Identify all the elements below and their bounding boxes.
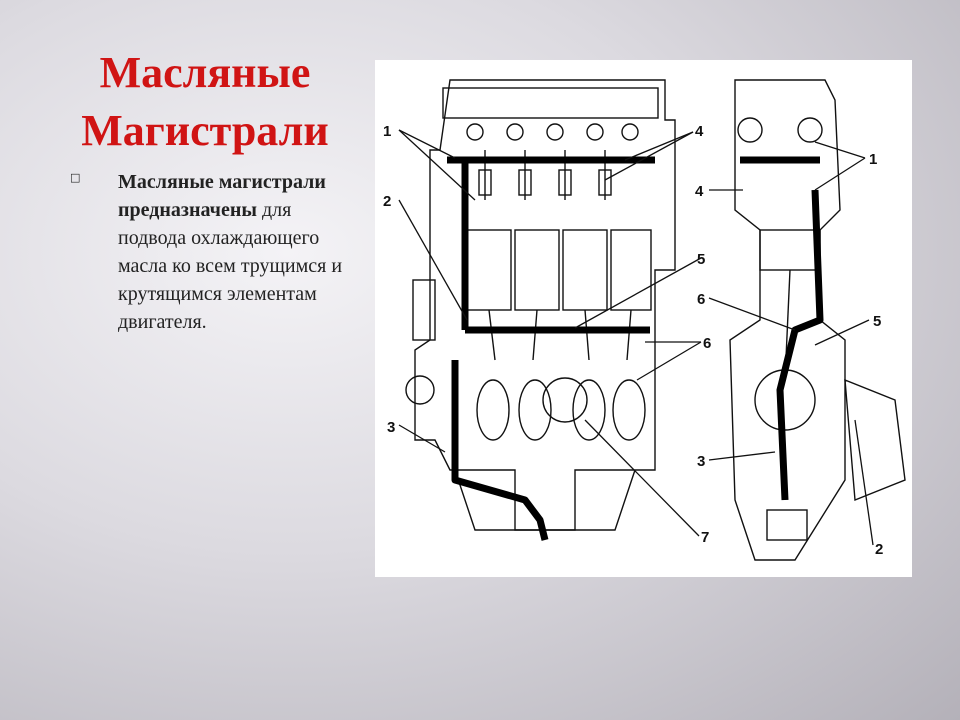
bullet-text: Масляные магистрали предназначены для по…: [118, 168, 352, 336]
callout-leaders: [398, 129, 874, 546]
oil-pan: [454, 469, 636, 531]
oil-passage-dashes: [454, 479, 541, 521]
callout-3-right: 3: [697, 453, 705, 470]
cam-right: [797, 117, 823, 143]
cam-left: [737, 117, 763, 143]
engine-lubrication-diagram: 1 2 3 4 5 6 7 1 4 6 5 3 2: [375, 60, 912, 577]
callout-6-left: 6: [703, 335, 711, 352]
bullet-rest-text: для подвода охлаждающего масла ко всем т…: [118, 199, 343, 333]
valve-cover: [442, 87, 659, 119]
cross-section-outline: [729, 79, 846, 561]
front-pulley: [405, 375, 435, 405]
oil-strainer: [766, 509, 808, 541]
callout-3-left: 3: [387, 419, 395, 436]
pistons: [466, 229, 652, 361]
oil-pump: [542, 377, 588, 423]
cross-piston: [759, 229, 821, 271]
callout-7: 7: [701, 529, 709, 546]
callout-1-right: 1: [869, 151, 877, 168]
bullet-item: □ Масляные магистрали предназначены для …: [70, 168, 352, 336]
callout-1-left: 1: [383, 123, 391, 140]
bullet-marker-icon: □: [70, 171, 81, 184]
oil-passages: [447, 156, 824, 541]
callout-2-right: 2: [875, 541, 883, 558]
callout-4-left: 4: [695, 123, 704, 140]
callout-6-right: 6: [697, 291, 705, 308]
camshaft-lobes: [466, 123, 639, 141]
slide-title: Масляные Магистрали: [81, 48, 329, 155]
callout-4-right: 4: [695, 183, 704, 200]
callout-2-left: 2: [383, 193, 391, 210]
front-accessory: [412, 279, 436, 341]
crank-webs: [476, 379, 646, 441]
engine-diagram-svg: 1 2 3 4 5 6 7 1 4 6 5 3 2: [383, 79, 906, 561]
bullet-bold-text: Масляные магистрали предназначены: [118, 171, 326, 221]
callout-5-right: 5: [873, 313, 881, 330]
side-accessory: [844, 378, 906, 502]
callout-5-left: 5: [697, 251, 705, 268]
callout-labels: 1 2 3 4 5 6 7 1 4 6 5 3 2: [383, 123, 883, 558]
